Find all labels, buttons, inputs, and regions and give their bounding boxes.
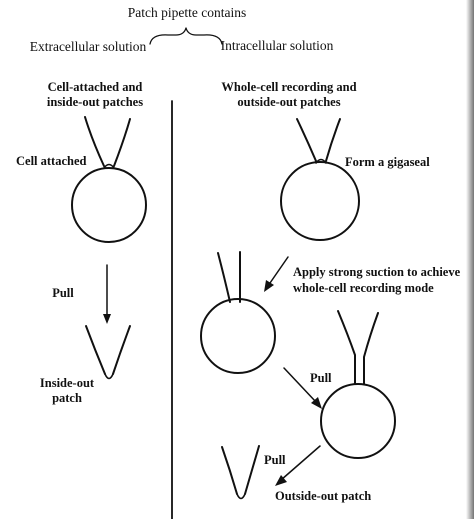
inside-out-label-line2: patch bbox=[52, 391, 82, 405]
left-pull-label: Pull bbox=[52, 286, 74, 300]
right-pull-arrow-2 bbox=[280, 445, 321, 481]
cell-attached-pipette bbox=[84, 116, 131, 167]
suction-arrow bbox=[269, 256, 289, 284]
left-column-title-line1: Cell-attached and bbox=[48, 80, 143, 94]
gigaseal-label: Form a gigaseal bbox=[345, 155, 430, 169]
suction-arrowhead bbox=[264, 280, 274, 292]
right-pull-arrow-1 bbox=[283, 367, 317, 403]
page-edge-shadow bbox=[466, 0, 474, 519]
inside-out-pipette bbox=[85, 325, 131, 380]
whole-cell-cell bbox=[200, 298, 276, 374]
inside-out-label-line1: Inside-out bbox=[40, 376, 95, 390]
left-column-title-line2: inside-out patches bbox=[47, 95, 143, 109]
intracellular-label: Intracellular solution bbox=[221, 38, 334, 53]
right-pull-arrowhead-2 bbox=[275, 475, 287, 486]
right-pull-label-1: Pull bbox=[310, 371, 332, 385]
outside-out-pipette bbox=[221, 445, 260, 500]
suction-label-line1: Apply strong suction to achieve bbox=[293, 265, 461, 279]
extracellular-label: Extracellular solution bbox=[30, 39, 147, 54]
header-brace bbox=[149, 27, 223, 45]
whole-cell-pipette bbox=[217, 251, 241, 303]
suction-label-line2: whole-cell recording mode bbox=[293, 281, 434, 295]
right-pull-arrowhead-1 bbox=[311, 397, 322, 409]
pulled-cell-pipette bbox=[337, 310, 379, 385]
diagram-title: Patch pipette contains bbox=[128, 5, 246, 20]
cell-attached-cell bbox=[71, 167, 147, 243]
outside-out-label: Outside-out patch bbox=[275, 489, 371, 503]
left-pull-arrowhead bbox=[103, 314, 111, 324]
cell-attached-bleb bbox=[103, 163, 115, 169]
gigaseal-pipette bbox=[296, 118, 341, 162]
right-column-title-line2: outside-out patches bbox=[237, 95, 340, 109]
gigaseal-cell bbox=[280, 161, 360, 241]
right-column-title-line1: Whole-cell recording and bbox=[221, 80, 356, 94]
cell-attached-label: Cell attached bbox=[16, 154, 87, 168]
pulled-cell bbox=[320, 383, 396, 459]
right-pull-label-2: Pull bbox=[264, 453, 286, 467]
